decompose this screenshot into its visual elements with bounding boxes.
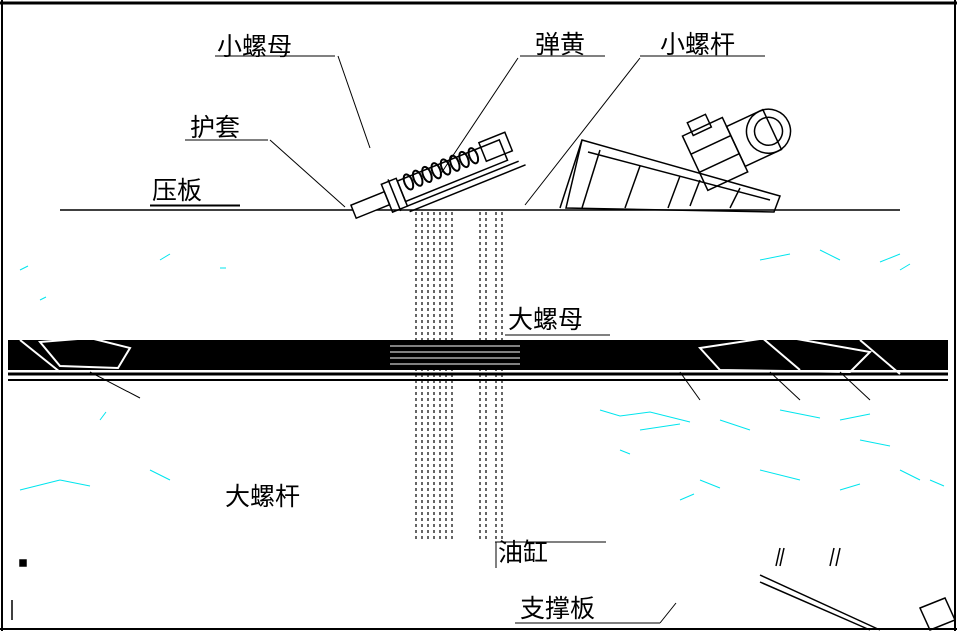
label-spring: 弹黄 xyxy=(535,30,586,59)
lower-linework xyxy=(89,371,871,401)
support-plate-fragment xyxy=(11,547,957,631)
label-small-screw: 小螺杆 xyxy=(660,30,736,59)
leader-lines xyxy=(150,55,765,624)
oil-cylinder-dashes xyxy=(415,212,503,540)
right-mechanism xyxy=(559,108,792,213)
label-big-nut: 大螺母 xyxy=(508,305,584,334)
label-oil-cylinder: 油缸 xyxy=(498,538,549,567)
scan-noise xyxy=(19,249,945,501)
big-screw-band xyxy=(8,334,948,381)
label-sleeve: 护套 xyxy=(190,113,241,142)
label-press-plate: 压板 xyxy=(152,176,203,205)
small-screw-assembly xyxy=(349,131,526,220)
label-big-screw: 大螺杆 xyxy=(225,482,301,511)
label-small-nut: 小螺母 xyxy=(217,32,293,61)
spring-coils xyxy=(402,147,480,191)
label-support-plate: 支撑板 xyxy=(520,594,596,623)
